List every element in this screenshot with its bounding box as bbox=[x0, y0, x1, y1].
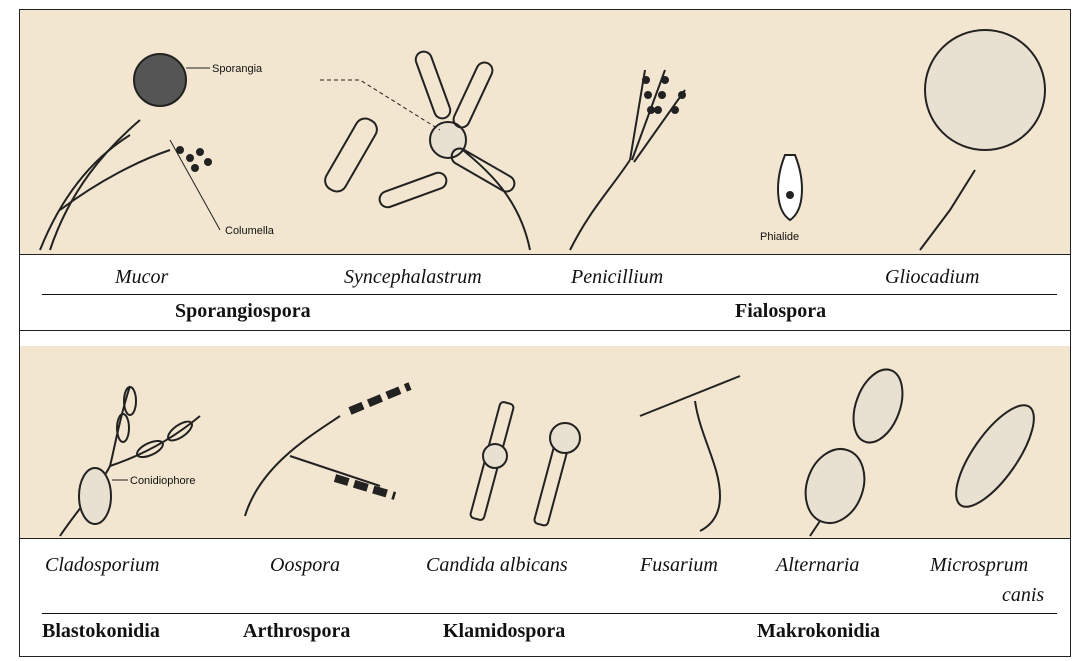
sporangia-label: Sporangia bbox=[212, 63, 263, 75]
species-gliocadium: Gliocadium bbox=[885, 266, 979, 289]
mucor-drawing bbox=[40, 54, 211, 250]
sporangiospora-fialospora-illustration-panel: Sporangia Columella Phialide bbox=[20, 10, 1070, 254]
top-panel-bottom-border bbox=[19, 254, 1071, 255]
konidia-illustration-panel: Conidiophore bbox=[20, 346, 1070, 538]
species-syncephalastrum: Syncephalastrum bbox=[344, 266, 482, 289]
gliocadium-drawing bbox=[920, 30, 1045, 250]
bottom-illustration: Conidiophore bbox=[20, 346, 1070, 538]
category-fialospora: Fialospora bbox=[735, 300, 826, 323]
species-cladosporium: Cladosporium bbox=[45, 554, 159, 577]
species-oospora: Oospora bbox=[270, 554, 340, 577]
candida-albicans-drawing bbox=[470, 401, 580, 526]
bottom-caption-rule bbox=[42, 613, 1057, 614]
syncephalastrum-drawing bbox=[320, 49, 530, 250]
species-mucor: Mucor bbox=[115, 266, 168, 289]
fusarium-drawing bbox=[640, 376, 740, 531]
species-microsprum: Microsprum bbox=[930, 554, 1028, 577]
category-blastokonidia: Blastokonidia bbox=[42, 620, 160, 643]
penicillium-drawing bbox=[570, 70, 685, 250]
columella-label: Columella bbox=[225, 225, 275, 237]
phialide-drawing bbox=[778, 155, 802, 220]
cladosporium-drawing bbox=[60, 386, 200, 536]
category-arthrospora: Arthrospora bbox=[243, 620, 350, 643]
category-sporangiospora: Sporangiospora bbox=[175, 300, 311, 323]
microsporum-canis-drawing bbox=[943, 394, 1048, 518]
phialide-label: Phialide bbox=[760, 231, 799, 243]
oospora-drawing bbox=[245, 386, 410, 516]
category-klamidospora: Klamidospora bbox=[443, 620, 565, 643]
top-caption-bottom-border bbox=[19, 330, 1071, 331]
top-illustration: Sporangia Columella Phialide bbox=[20, 10, 1070, 254]
category-makrokonidia: Makrokonidia bbox=[757, 620, 880, 643]
bottom-panel-bottom-border bbox=[19, 538, 1071, 539]
species-alternaria: Alternaria bbox=[776, 554, 859, 577]
species-candida-albicans: Candida albicans bbox=[426, 554, 568, 577]
alternaria-drawing bbox=[796, 363, 912, 536]
species-canis: canis bbox=[1002, 584, 1044, 607]
species-penicillium: Penicillium bbox=[571, 266, 663, 289]
top-caption-rule bbox=[42, 294, 1057, 295]
species-fusarium: Fusarium bbox=[640, 554, 718, 577]
conidiophore-label: Conidiophore bbox=[130, 475, 195, 487]
